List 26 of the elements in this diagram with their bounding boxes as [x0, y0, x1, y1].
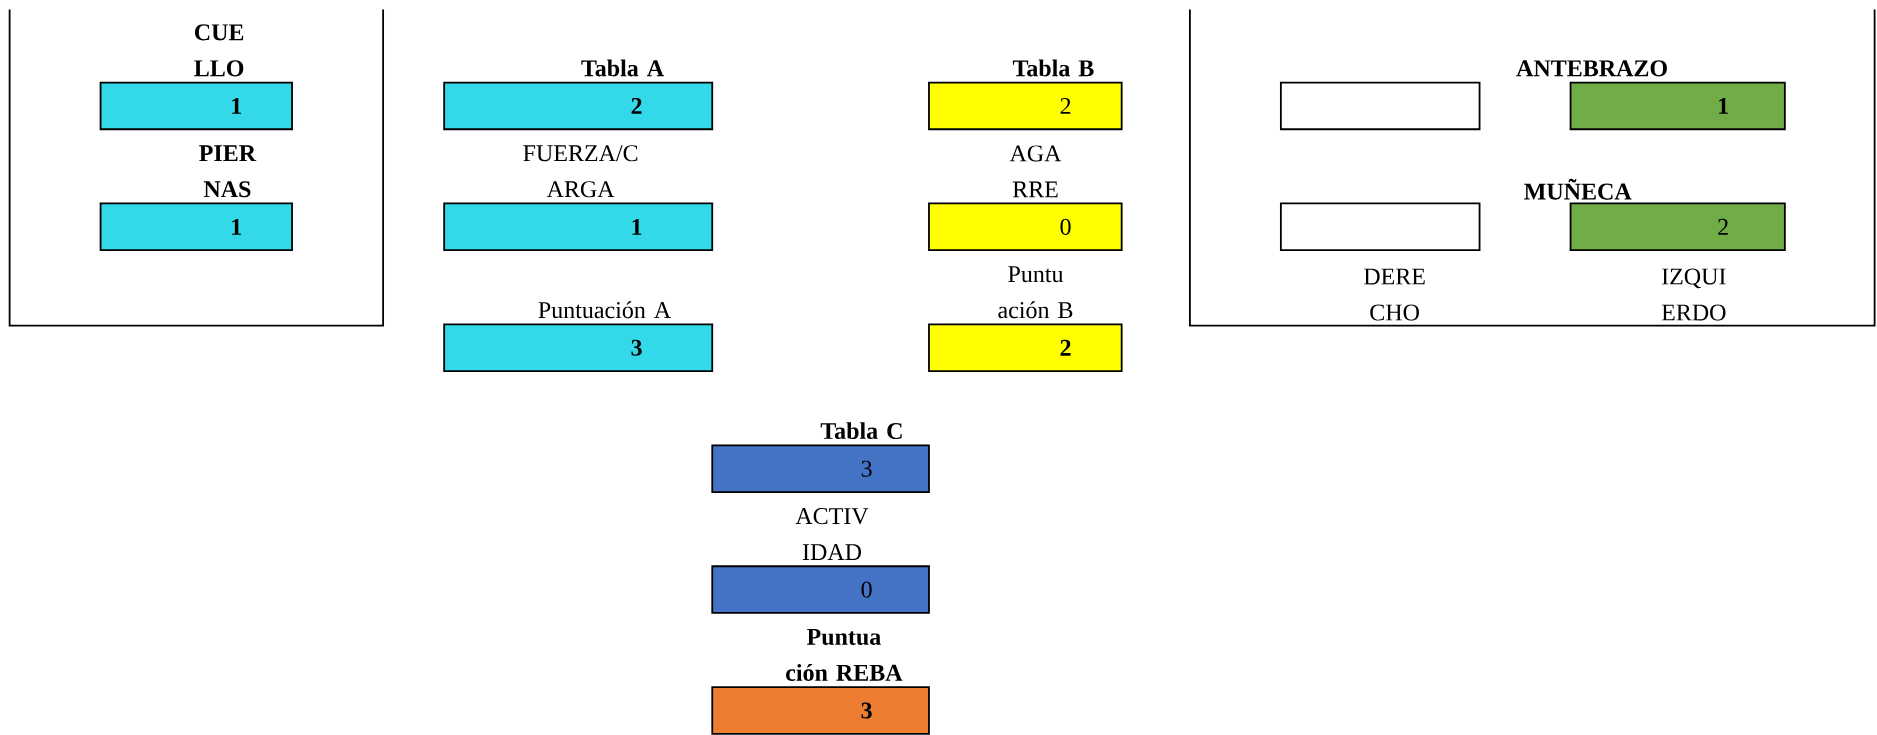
- cell-heading: PIER NAS: [199, 145, 257, 198]
- empty-cell: [1279, 81, 1481, 131]
- score-cell: 3: [443, 323, 714, 372]
- score-cell: 1: [99, 202, 293, 252]
- score-cell: 2: [443, 81, 714, 131]
- score-cell: 1: [99, 81, 293, 131]
- score-cell: 2: [928, 323, 1123, 372]
- score-cell: 2: [928, 81, 1123, 131]
- cell-heading: FUERZA/C ARGA: [523, 145, 638, 198]
- score-cell: 1: [443, 202, 714, 252]
- cell-heading: Puntuación A: [538, 301, 671, 319]
- cell-heading: AGA RRE: [1009, 145, 1062, 198]
- cell-heading: CUE LLO: [194, 24, 244, 77]
- score-cell: 0: [928, 202, 1123, 252]
- cell-heading: Tabla C: [820, 422, 902, 440]
- score-cell: 3: [711, 686, 930, 735]
- score-cell: 0: [711, 565, 930, 614]
- cell-heading: Tabla B: [1012, 59, 1094, 77]
- cell-heading: ACTIV IDAD: [795, 508, 869, 560]
- score-cell: 2: [1569, 202, 1786, 252]
- score-cell: 3: [711, 444, 930, 493]
- cell-heading: Tabla A: [581, 59, 664, 77]
- cell-heading: Puntua ción REBA: [786, 628, 903, 681]
- score-cell: 1: [1569, 81, 1786, 131]
- cell-heading: Puntu ación B: [998, 266, 1073, 319]
- empty-cell: [1279, 202, 1481, 252]
